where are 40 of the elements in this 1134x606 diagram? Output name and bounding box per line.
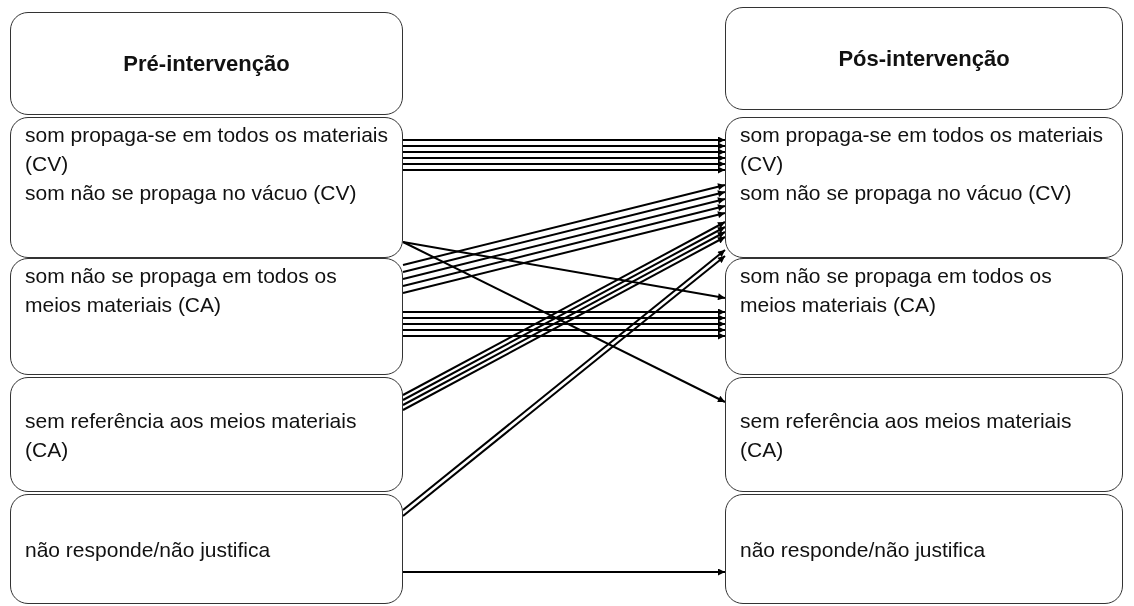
category-text: não responde/não justifica (25, 536, 272, 563)
arrow (402, 136, 726, 144)
heading-box (725, 7, 1123, 110)
arrow (402, 314, 726, 322)
category-text: som não se propaga em todos os meios materiais (CA) (25, 263, 338, 318)
category-box (10, 117, 403, 258)
category-box (10, 377, 403, 492)
category-text: não responde/não justifica (740, 536, 987, 563)
arrow (402, 160, 726, 168)
category-text: som propaga-se em todos os materiais (CV) (740, 122, 1104, 177)
heading-text: Pós-intervenção (838, 45, 1010, 73)
heading-box (10, 12, 403, 115)
category-text: sem referência aos meios materiais (CA) (740, 407, 1073, 463)
category-box (10, 494, 403, 604)
category-text: som não se propaga no vácuo (CV) (25, 180, 358, 206)
category-box (10, 258, 403, 375)
category-text: som não se propaga no vácuo (CV) (740, 180, 1073, 206)
category-text: som propaga-se em todos os materiais (CV) (25, 122, 388, 177)
category-box (725, 258, 1123, 375)
arrow (402, 326, 726, 334)
arrow (402, 211, 726, 294)
arrow (402, 241, 726, 301)
arrow (402, 148, 726, 156)
arrow (402, 142, 726, 150)
arrow (402, 308, 726, 316)
category-text: sem referência aos meios materiais (CA) (25, 407, 358, 463)
category-box (725, 494, 1123, 604)
category-text: som não se propaga em todos os meios materiais (CA) (740, 263, 1053, 318)
arrow (402, 166, 726, 174)
arrow (402, 568, 726, 576)
arrow (402, 154, 726, 162)
arrow (402, 320, 726, 328)
arrow (402, 197, 726, 280)
category-box (725, 117, 1123, 258)
arrow (402, 183, 726, 266)
arrow (402, 332, 726, 340)
category-box (725, 377, 1123, 492)
heading-text: Pré-intervenção (123, 50, 290, 78)
arrow (402, 204, 726, 287)
arrow (402, 190, 726, 273)
